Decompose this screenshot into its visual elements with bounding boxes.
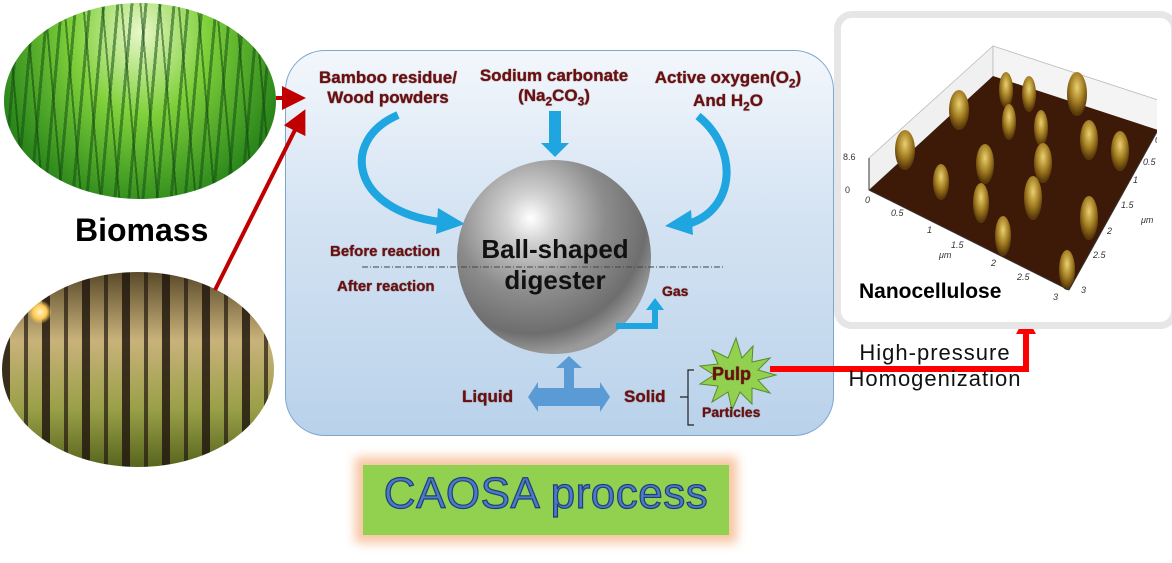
afm-y-tick: 3 [1081,285,1086,295]
afm-x-axis [868,189,1070,291]
particles-label: Particles [702,404,761,420]
afm-3d-plot: 8.6 0 0 0.5 1 1.5 2 2.5 3 μm 0 0.5 1 1.5… [843,45,1160,302]
afm-peaks [895,72,1129,290]
afm-x-tick: 2 [990,258,996,268]
afm-x-tick: 3 [1053,292,1058,302]
forest-image [2,272,274,467]
sodium-input-label: Sodium carbonate (Na2CO3) [479,66,629,108]
digester-label: Ball-shaped digester [481,234,629,296]
homogenization-arrow [770,332,1029,372]
pulp-label: Pulp [712,364,751,384]
afm-x-ticks: 0 0.5 1 1.5 2 2.5 3 μm [865,195,1058,302]
caosa-banner: CAOSA process [363,465,729,535]
digester-sphere [457,160,651,354]
nanocellulose-panel: 8.6 0 0 0.5 1 1.5 2 2.5 3 μm 0 0.5 1 1.5… [834,11,1172,329]
liquid-label: Liquid [462,387,513,406]
afm-x-tick: 1.5 [951,240,965,250]
bamboo-forest-image [4,3,276,199]
bamboo-feed-arrow [357,111,441,226]
oxygen-feed-arrow [686,112,731,228]
afm-y-tick: 1.5 [1121,200,1135,210]
after-reaction-label: After reaction [337,278,435,295]
afm-z-tick-min: 0 [845,185,850,195]
gas-arrow [616,308,658,329]
afm-y-tick: 0 [1155,135,1157,145]
bamboo-input-label: Bamboo residue/ Wood powders [319,68,457,107]
afm-x-tick: 0 [865,195,870,205]
afm-y-tick: 2.5 [1092,250,1107,260]
pulp-starburst [698,336,778,412]
oxygen-input-label: Active oxygen(O2) And H2O [654,68,802,114]
afm-x-unit: μm [938,250,952,260]
afm-y-unit: μm [1140,215,1154,225]
homogenization-label: High-pressure Homogenization [848,340,1022,392]
before-reaction-label: Before reaction [330,243,441,260]
separation-arrow [528,356,610,412]
biomass-label: Biomass [75,212,209,248]
solid-bracket [680,369,694,426]
forest-to-process-arrow [213,109,306,291]
afm-y-tick: 0.5 [1143,157,1157,167]
afm-y-axis [1068,129,1159,291]
nanocellulose-label: Nanocellulose [859,280,1002,303]
sodium-feed-arrow-shaft [549,111,561,145]
gas-label: Gas [662,283,689,299]
afm-y-tick: 2 [1106,226,1112,236]
sun-glow [28,300,52,324]
afm-x-tick: 0.5 [891,208,905,218]
afm-z-tick-max: 8.6 [843,152,856,162]
afm-x-tick: 1 [927,225,932,235]
caosa-label: CAOSA process [383,468,709,518]
solid-label: Solid [624,387,666,406]
afm-x-tick: 2.5 [1016,272,1031,282]
afm-y-tick: 1 [1133,175,1138,185]
